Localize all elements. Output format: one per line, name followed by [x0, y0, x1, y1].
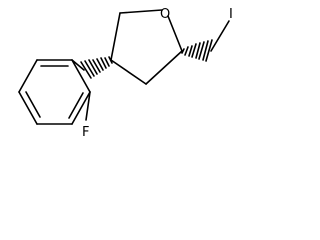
chemical-structure: O I F	[18, 7, 233, 140]
iodine-atom-label: I	[229, 7, 233, 22]
bond-carbon-fluorine	[85, 91, 91, 121]
ring-bond-o1-c2	[167, 15, 183, 52]
oxygen-atom-label: O	[160, 7, 170, 22]
benzene-bond-5	[71, 91, 91, 125]
bond-c4-ipso-stub	[71, 59, 85, 71]
hashed-wedge-bond-ch2	[181, 39, 213, 62]
bond-ch2-iodine	[210, 20, 230, 52]
hashed-wedge-bond-phenyl	[80, 56, 113, 79]
benzene-double-bond-2	[25, 91, 41, 118]
ring-bond-c4-c5	[110, 12, 121, 61]
benzene-bond-2	[18, 59, 38, 93]
benzene-double-bond-3	[68, 92, 84, 119]
benzene-bond-6	[71, 59, 91, 93]
ring-bond-c5-o1	[119, 9, 163, 14]
ring-bond-c2-c3	[145, 50, 183, 85]
fluorine-atom-label: F	[82, 125, 89, 140]
ring-bond-c3-c4	[110, 59, 147, 85]
benzene-bond-3	[18, 91, 38, 125]
